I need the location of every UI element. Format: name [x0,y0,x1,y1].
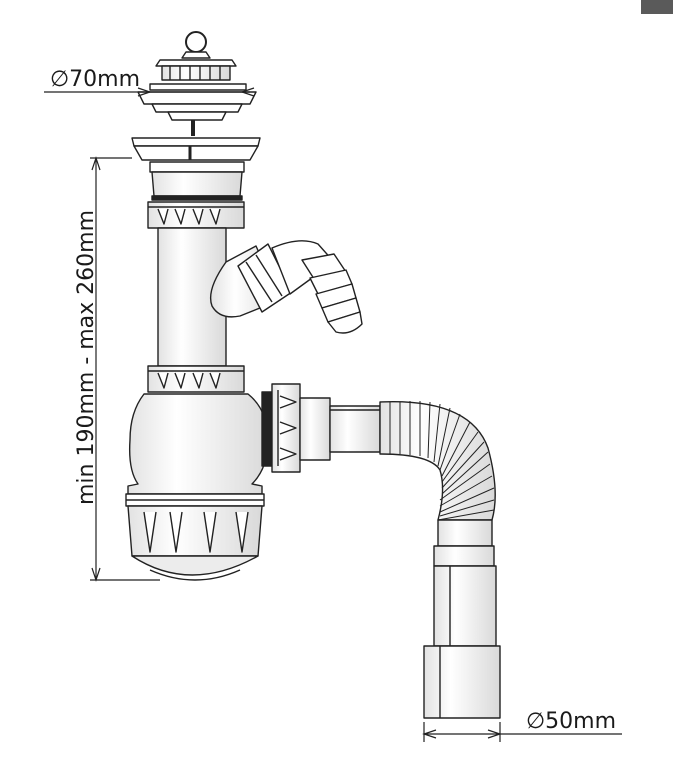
bottom-diameter-label: ∅50mm [526,709,616,734]
dimension-lines [44,87,622,742]
outlet-pipe [423,519,501,719]
corner-tab [641,0,673,14]
lower-nut [147,365,245,393]
top-dimension-arrow [137,87,152,97]
height-range-label: min 190mm - max 260mm [74,210,99,505]
outlet-coupling [261,383,381,473]
stopper-plug [155,31,237,81]
top-diameter-label: ∅70mm [50,67,140,92]
side-nozzle [209,240,363,334]
drain-flange [137,83,257,136]
flexible-hose [379,401,496,521]
drain-body-top [131,137,261,201]
upper-nut [147,201,245,229]
bottle-trap [125,393,269,581]
